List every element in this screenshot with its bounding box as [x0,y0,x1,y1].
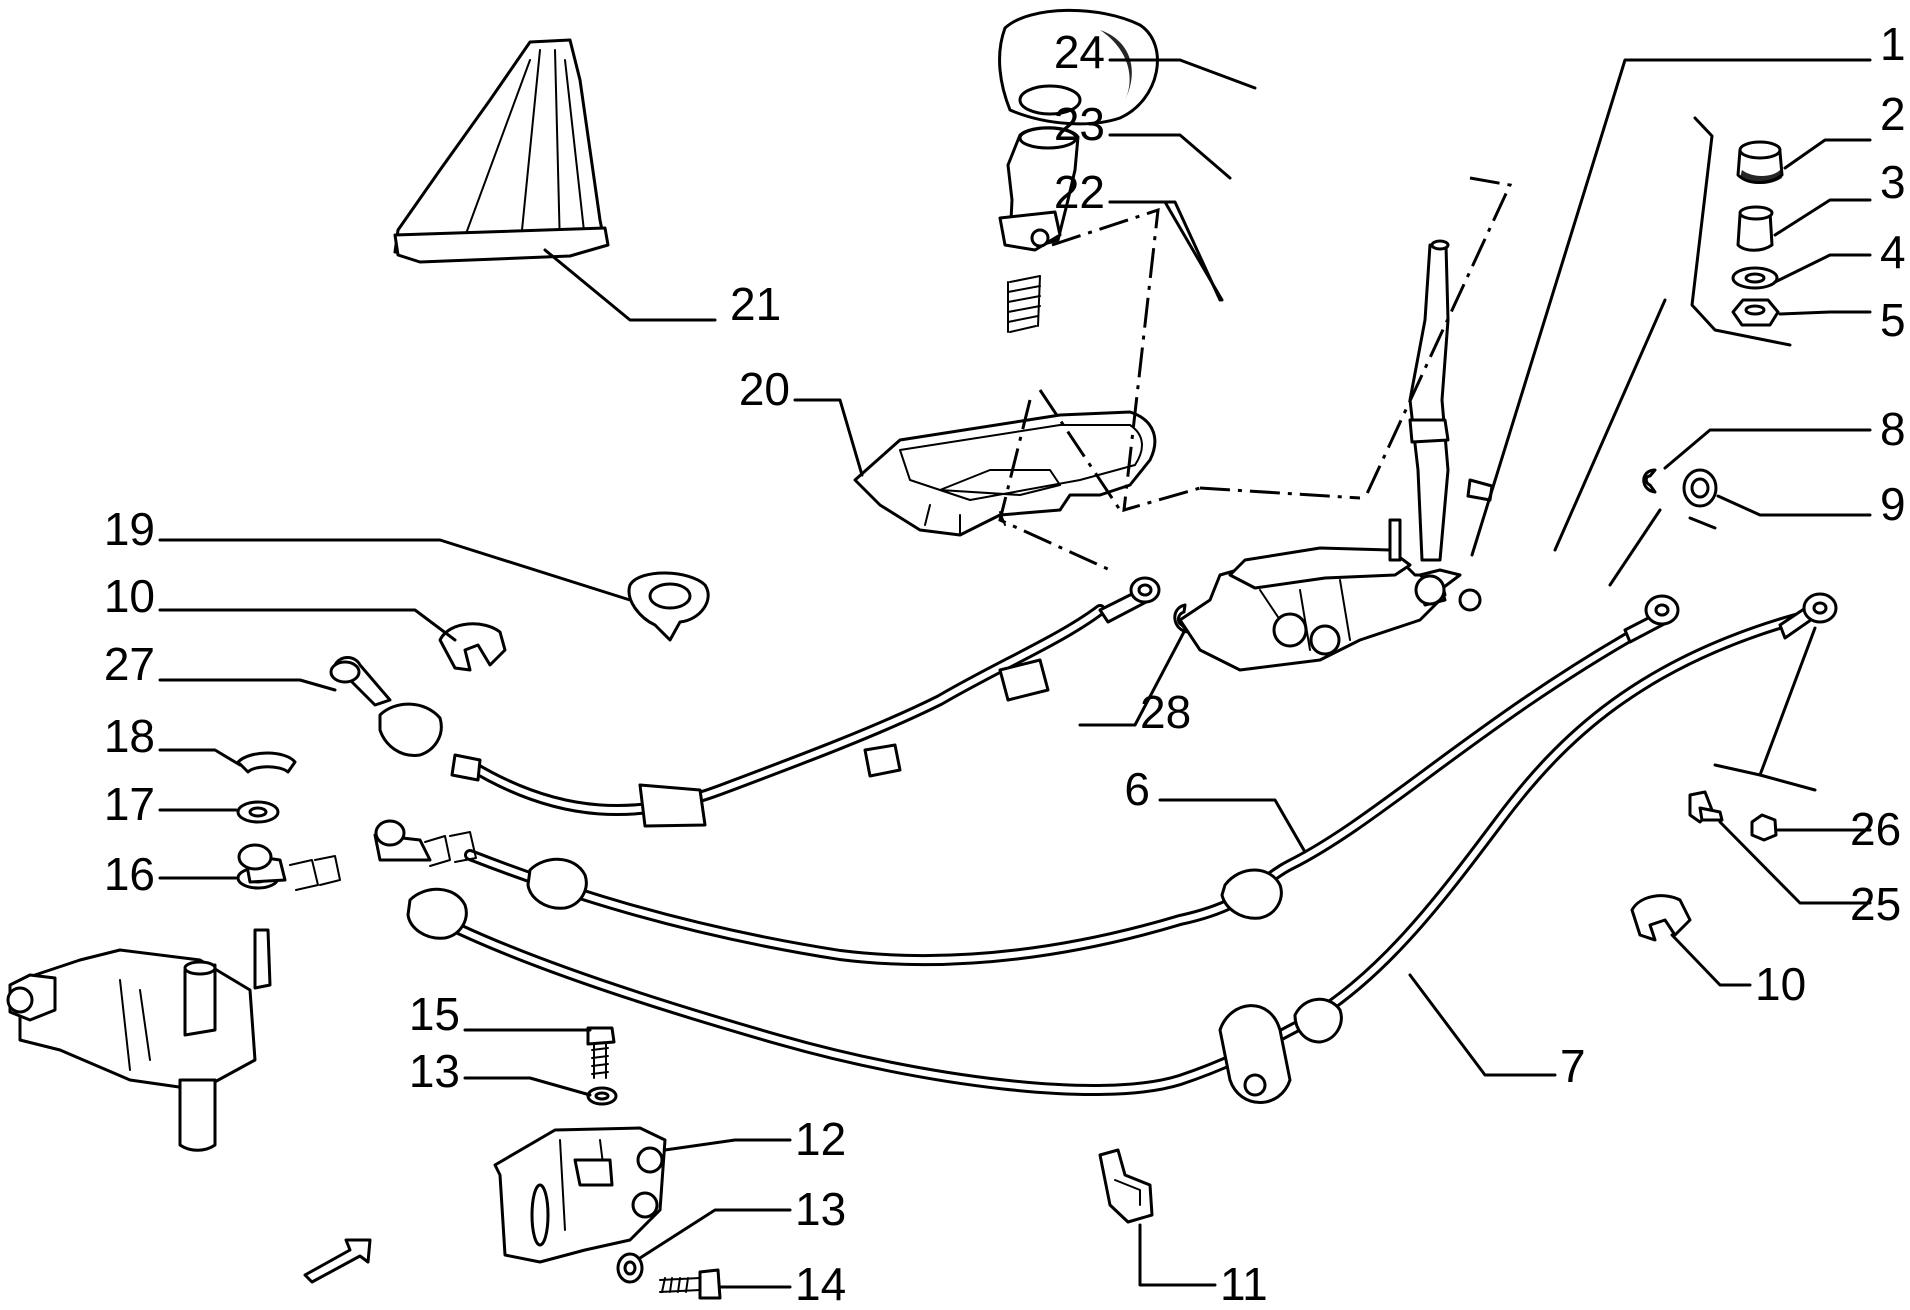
leader-3 [1773,198,1872,237]
part-washer-4 [1731,266,1779,290]
part-gearbox-selector [6,928,272,1152]
part-spring [1007,275,1041,333]
leader-lines [158,58,1872,1289]
leader-24 [1108,58,1257,90]
part-bolt-14 [659,1268,722,1300]
callout-10-right: 10 [1755,958,1806,1010]
callout-7: 7 [1560,1040,1586,1092]
callout-4: 4 [1880,226,1906,278]
part-console-tray [853,410,1157,537]
part-retaining-clip [1098,1148,1154,1224]
part-clip-18 [236,751,297,774]
callout-23: 23 [1054,98,1105,150]
part-clip-10-left [438,622,507,672]
cable-27-upper [329,576,1161,828]
callout-1: 1 [1880,18,1906,70]
leader-10-left [158,608,457,642]
part-screw-15 [586,1026,616,1079]
leader-21 [543,248,717,322]
leader-20 [793,398,864,477]
callout-8: 8 [1880,403,1906,455]
cable-6-middle [373,594,1680,967]
leader-13-lower [638,1208,792,1260]
leader-27 [158,678,337,692]
leader-9 [1716,494,1872,517]
leader-8 [1663,428,1872,470]
callout-17: 17 [104,778,155,830]
direction-arrow-icon [303,1238,372,1284]
part-nut-26 [1750,813,1778,842]
leader-26b [1713,626,1817,792]
callout-13-lower: 13 [795,1183,846,1235]
leader-1 [1470,58,1872,557]
leader-6 [1158,798,1307,854]
leader-25 [1718,820,1872,905]
callout-20: 20 [739,363,790,415]
callout-5: 5 [1880,294,1906,346]
callout-28: 28 [1140,686,1191,738]
callout-15: 15 [409,988,460,1040]
leader-11 [1138,1223,1217,1287]
callout-labels: 1 2 3 4 5 6 7 8 9 10 10 11 12 13 13 14 1… [104,18,1906,1310]
callout-16: 16 [104,848,155,900]
callout-13-upper: 13 [409,1045,460,1097]
leader-18 [158,748,242,767]
callout-11: 11 [1220,1258,1268,1310]
leader-9b [1608,508,1717,587]
callout-24: 24 [1054,26,1105,78]
callout-14: 14 [795,1258,846,1310]
leader-2 [1783,138,1872,170]
callout-22: 22 [1054,166,1105,218]
callout-3: 3 [1880,156,1906,208]
part-cable-bushing-19 [627,571,710,642]
leader-22 [1108,200,1222,302]
callout-25: 25 [1850,878,1901,930]
leader-4 [1773,253,1872,284]
callout-9: 9 [1880,478,1906,530]
guide-line-cable [998,399,1111,572]
part-sleeve [1736,205,1774,252]
leader-19 [158,538,632,602]
part-gear-boot [393,38,610,264]
part-bushing-9 [1682,468,1718,508]
part-circlip-8 [1642,468,1657,494]
leader-5 [1778,310,1872,316]
callout-18: 18 [104,710,155,762]
callout-6: 6 [1124,763,1150,815]
leader-23 [1108,133,1232,180]
part-gear-knob [998,8,1159,126]
guide-line-knob [1038,207,1201,513]
leader-22b [1108,200,1224,302]
callout-2: 2 [1880,88,1906,140]
leader-12 [663,1138,792,1152]
leader-1b [1553,298,1667,552]
leader-13-upper [463,1076,592,1097]
callout-21: 21 [730,278,781,330]
part-clip-10-right [1630,894,1692,942]
part-knob-adapter [998,126,1080,252]
leader-28 [1078,628,1187,727]
callout-12: 12 [795,1113,846,1165]
part-mounting-bracket [493,1126,667,1264]
callout-10-left: 10 [104,570,155,622]
cable-7-lower [237,592,1838,1104]
part-washer-17 [236,800,280,824]
part-gear-lever-assembly [1178,239,1494,672]
part-circlip-28 [1173,603,1190,634]
part-bolt-25 [1688,790,1724,824]
part-nut-5 [1731,298,1780,327]
part-washer-13-upper [586,1086,618,1106]
callout-19: 19 [104,503,155,555]
leader-10-right [1670,933,1752,987]
bracket-2-5 [1690,116,1792,347]
part-bushing-cap [1736,140,1784,184]
callout-27: 27 [104,638,155,690]
guide-line-lever [1199,176,1513,500]
leader-7 [1408,973,1557,1077]
callout-26: 26 [1850,803,1901,855]
part-washer-13-lower [616,1252,644,1284]
